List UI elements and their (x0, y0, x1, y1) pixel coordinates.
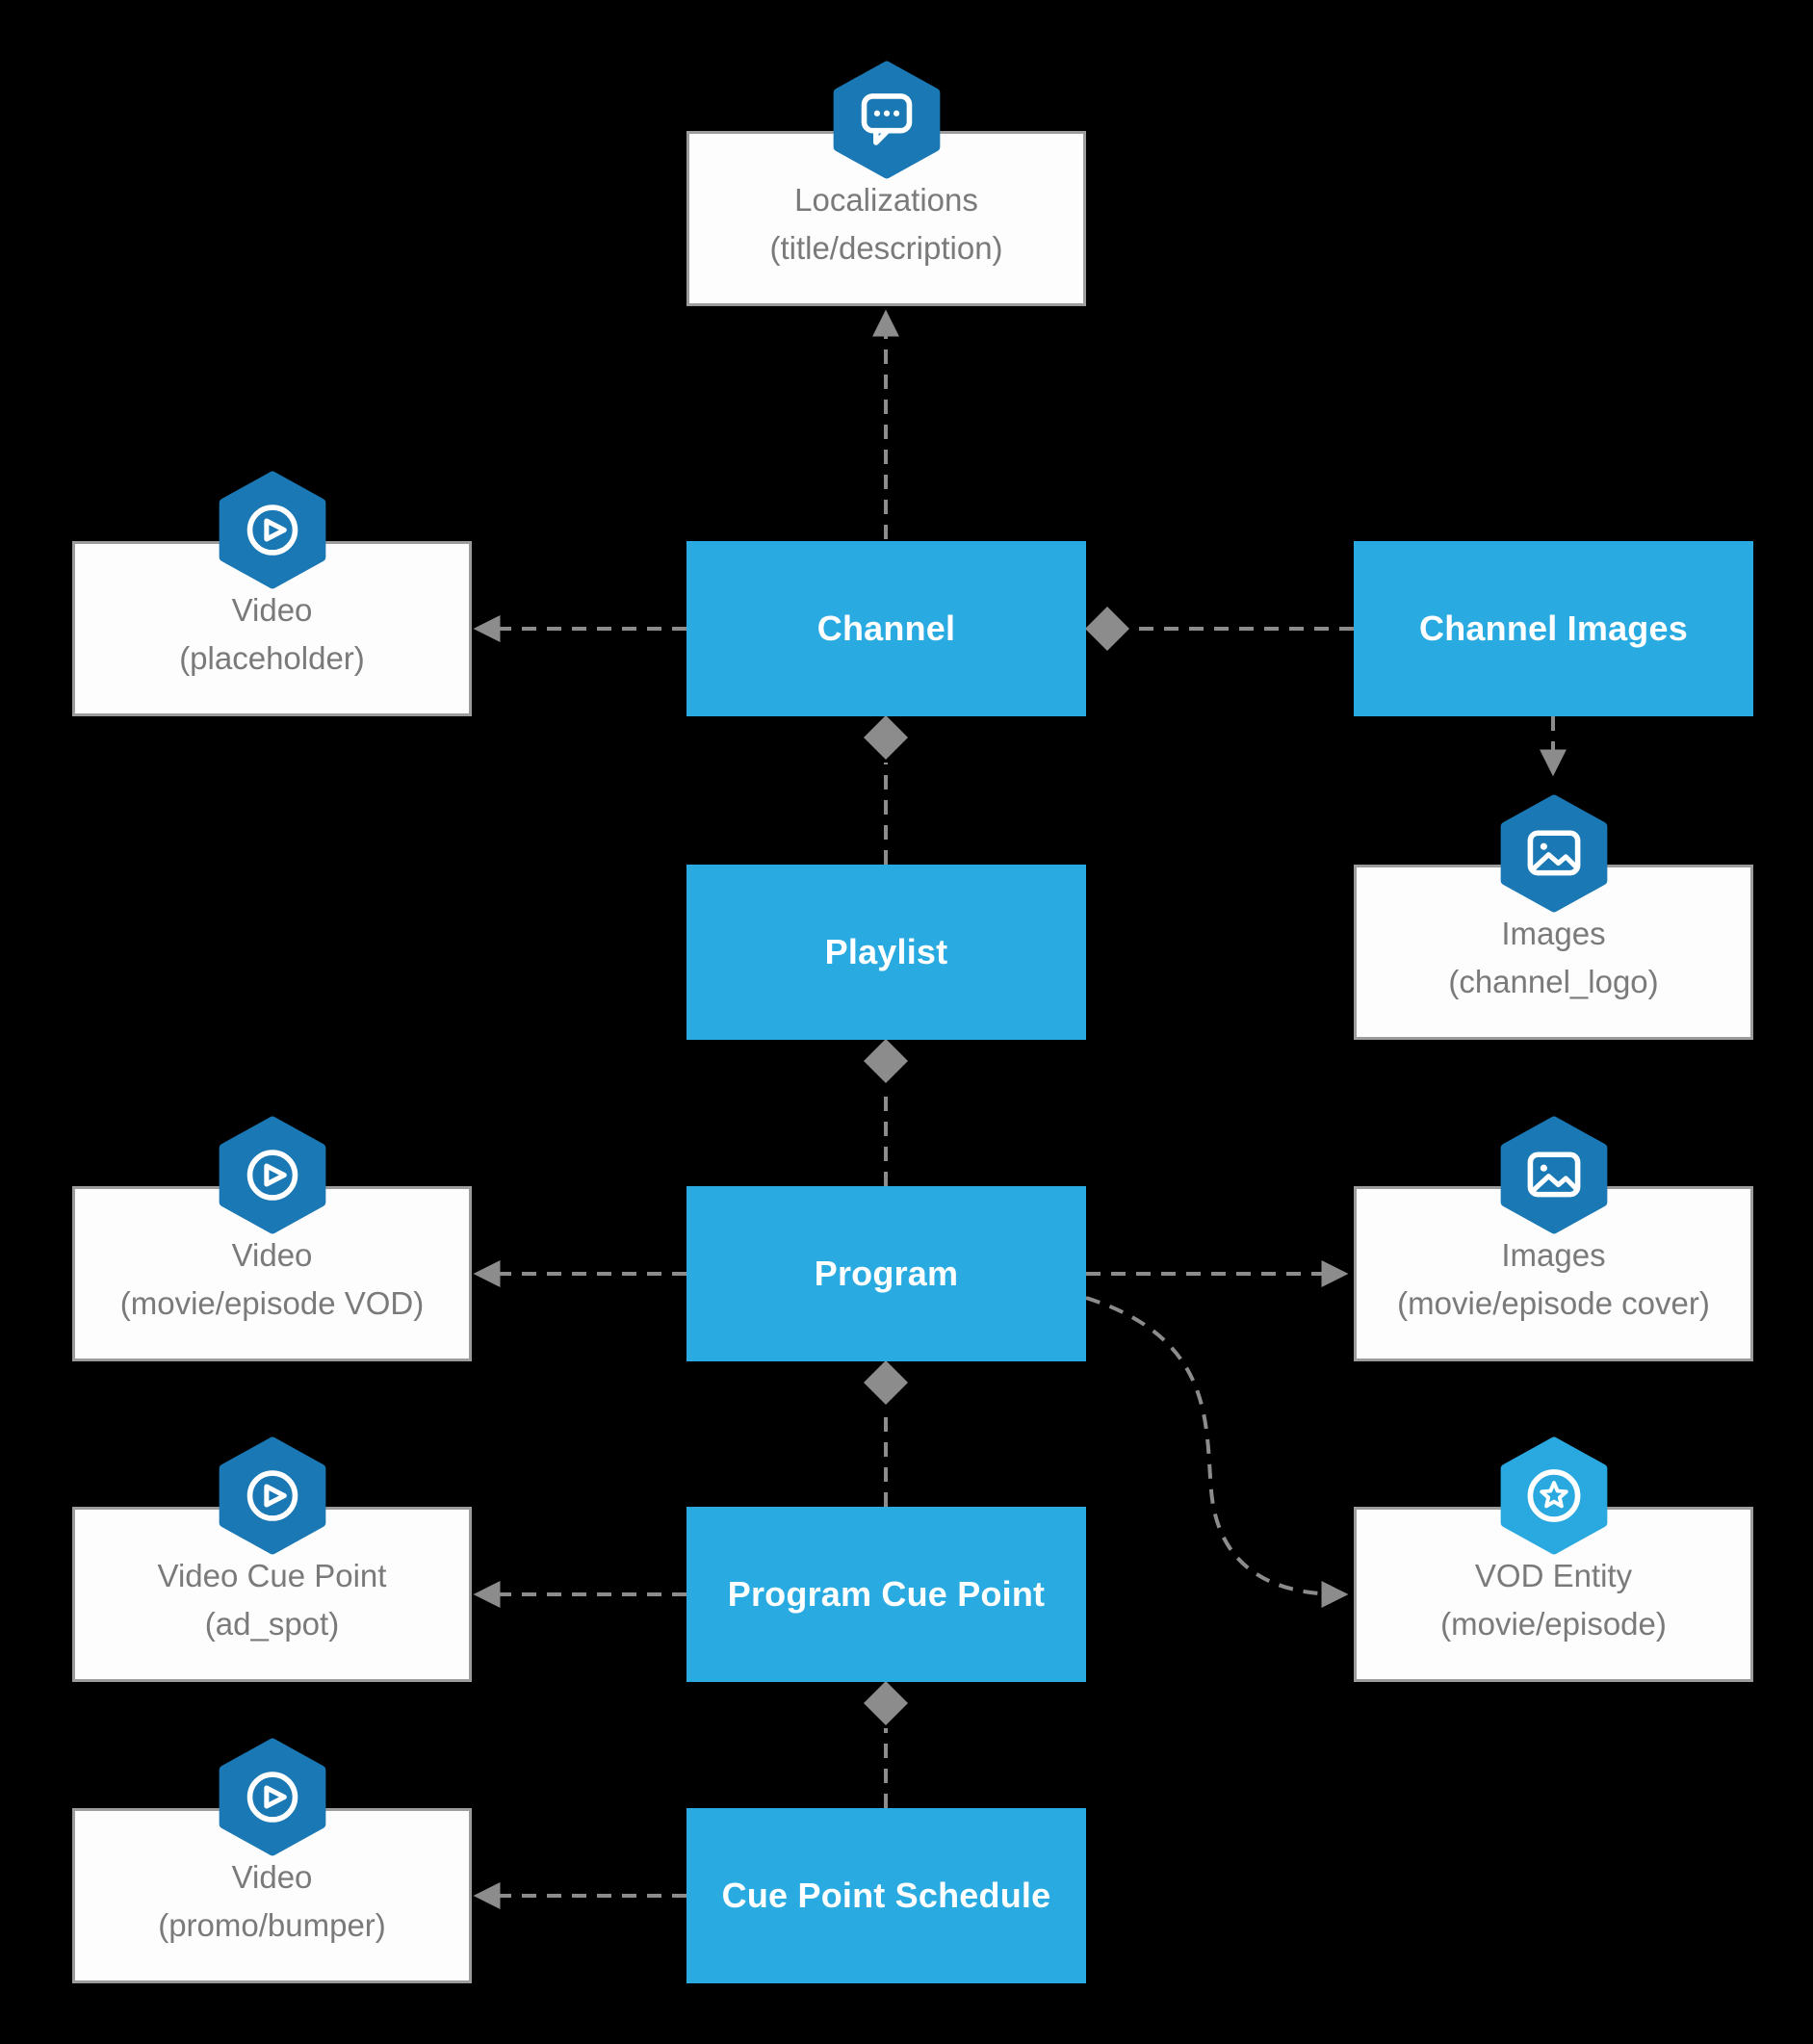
node-title: Images (1501, 916, 1606, 951)
node-subtitle: (ad_spot) (204, 1606, 340, 1642)
node-video-cue-point-ad-spot: Video Cue Point (ad_spot) (72, 1507, 472, 1682)
node-cue-point-schedule: Cue Point Schedule (686, 1808, 1086, 1983)
node-title: Images (1501, 1237, 1606, 1273)
node-video-promo-bumper-text: Video (promo/bumper) (75, 1853, 469, 1950)
node-subtitle: (title/description) (769, 230, 1003, 266)
node-program: Program (686, 1186, 1086, 1361)
chat-icon (833, 61, 941, 179)
node-localizations-text: Localizations (title/description) (689, 176, 1083, 272)
node-title: VOD Entity (1474, 1558, 1633, 1593)
node-title: Video (231, 1237, 313, 1273)
node-video-placeholder: Video (placeholder) (72, 541, 472, 716)
node-title: Localizations (794, 182, 978, 218)
node-playlist-label: Playlist (824, 932, 948, 971)
node-subtitle: (movie/episode VOD) (119, 1285, 425, 1321)
node-video-placeholder-text: Video (placeholder) (75, 586, 469, 683)
node-video-movie-episode-vod: Video (movie/episode VOD) (72, 1186, 472, 1361)
node-vod-entity-text: VOD Entity (movie/episode) (1357, 1552, 1750, 1648)
node-program-label: Program (814, 1254, 959, 1293)
node-channel-label: Channel (816, 608, 956, 648)
node-program-cue-point-label: Program Cue Point (727, 1574, 1046, 1614)
node-title: Video (231, 1859, 313, 1895)
star-icon (1500, 1436, 1608, 1555)
video-icon (219, 1436, 326, 1555)
node-title: Video (231, 592, 313, 628)
node-images-channel-logo: Images (channel_logo) (1354, 865, 1753, 1040)
node-channel-images-label: Channel Images (1419, 608, 1688, 648)
node-title: Video Cue Point (157, 1558, 387, 1593)
video-icon (219, 1738, 326, 1856)
images-icon (1500, 1116, 1608, 1234)
node-subtitle: (movie/episode) (1440, 1606, 1667, 1642)
node-video-movie-episode-vod-text: Video (movie/episode VOD) (75, 1231, 469, 1328)
node-playlist: Playlist (686, 865, 1086, 1040)
node-cue-point-schedule-label: Cue Point Schedule (721, 1876, 1051, 1915)
node-video-promo-bumper: Video (promo/bumper) (72, 1808, 472, 1983)
node-program-cue-point: Program Cue Point (686, 1507, 1086, 1682)
edge-program-vod-entity (1085, 1296, 1349, 1608)
images-icon (1500, 794, 1608, 913)
node-vod-entity: VOD Entity (movie/episode) (1354, 1507, 1753, 1682)
node-channel: Channel (686, 541, 1086, 716)
node-channel-images: Channel Images (1354, 541, 1753, 716)
node-images-channel-logo-text: Images (channel_logo) (1357, 910, 1750, 1006)
node-localizations: Localizations (title/description) (686, 131, 1086, 306)
node-images-movie-episode-cover-text: Images (movie/episode cover) (1357, 1231, 1750, 1328)
node-subtitle: (movie/episode cover) (1397, 1285, 1710, 1321)
node-subtitle: (promo/bumper) (158, 1907, 386, 1943)
video-icon (219, 471, 326, 589)
node-subtitle: (placeholder) (179, 640, 365, 676)
node-video-cue-point-ad-spot-text: Video Cue Point (ad_spot) (75, 1552, 469, 1648)
video-icon (219, 1116, 326, 1234)
node-images-movie-episode-cover: Images (movie/episode cover) (1354, 1186, 1753, 1361)
node-subtitle: (channel_logo) (1448, 964, 1659, 999)
